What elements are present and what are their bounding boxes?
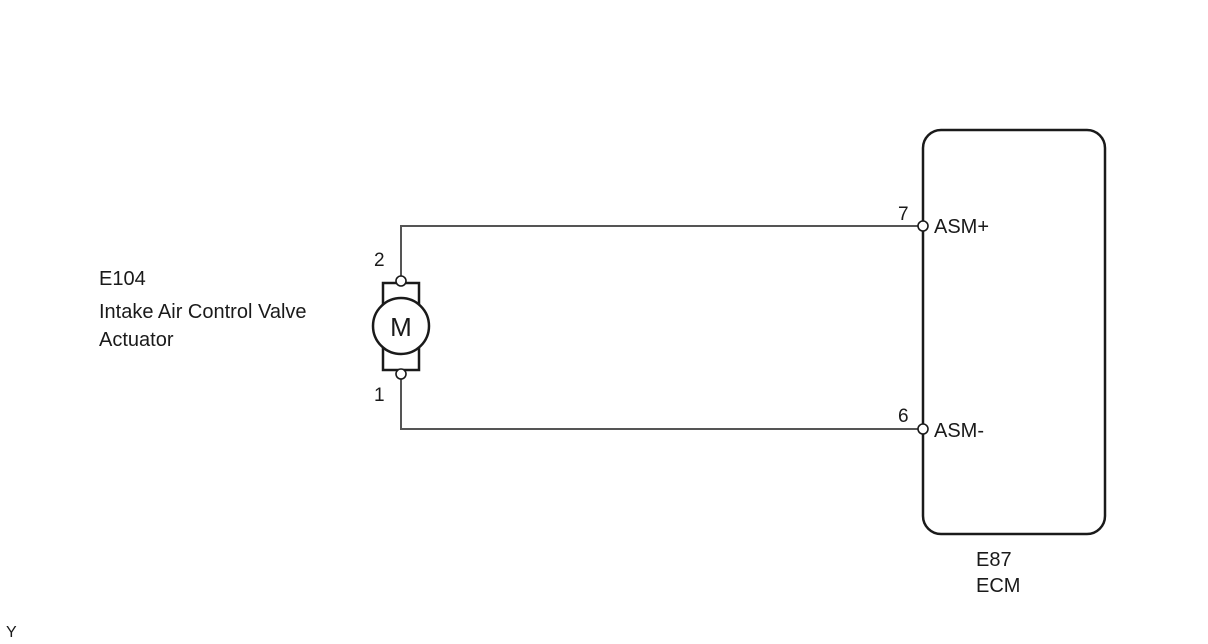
actuator-pin-top — [395, 275, 407, 287]
actuator-code: E104 — [99, 268, 146, 290]
ecm-pin-6-terminal — [917, 423, 929, 435]
actuator-name-line1: Intake Air Control Valve — [99, 301, 307, 323]
wire-asm-plus — [400, 225, 918, 276]
ecm-signal-asm-minus: ASM- — [934, 420, 984, 442]
actuator-pin-number-bottom: 1 — [374, 385, 385, 406]
actuator-pin-number-top: 2 — [374, 250, 385, 271]
ecm-signal-asm-plus: ASM+ — [934, 216, 989, 238]
motor-letter: M — [390, 312, 412, 342]
wire-asm-minus — [400, 378, 918, 430]
actuator-pin-bottom — [395, 368, 407, 380]
ecm-name: ECM — [976, 575, 1020, 597]
motor-circle — [371, 296, 431, 356]
actuator-name-line2: Actuator — [99, 329, 174, 351]
ecm-pin-7-terminal — [917, 220, 929, 232]
ecm-pin-number-6: 6 — [898, 406, 909, 427]
ecm-box — [921, 128, 1107, 536]
wire-color-code: Y — [6, 624, 17, 641]
ecm-code: E87 — [976, 549, 1012, 571]
ecm-pin-number-7: 7 — [898, 204, 909, 225]
motor-symbol: M — [371, 275, 431, 380]
